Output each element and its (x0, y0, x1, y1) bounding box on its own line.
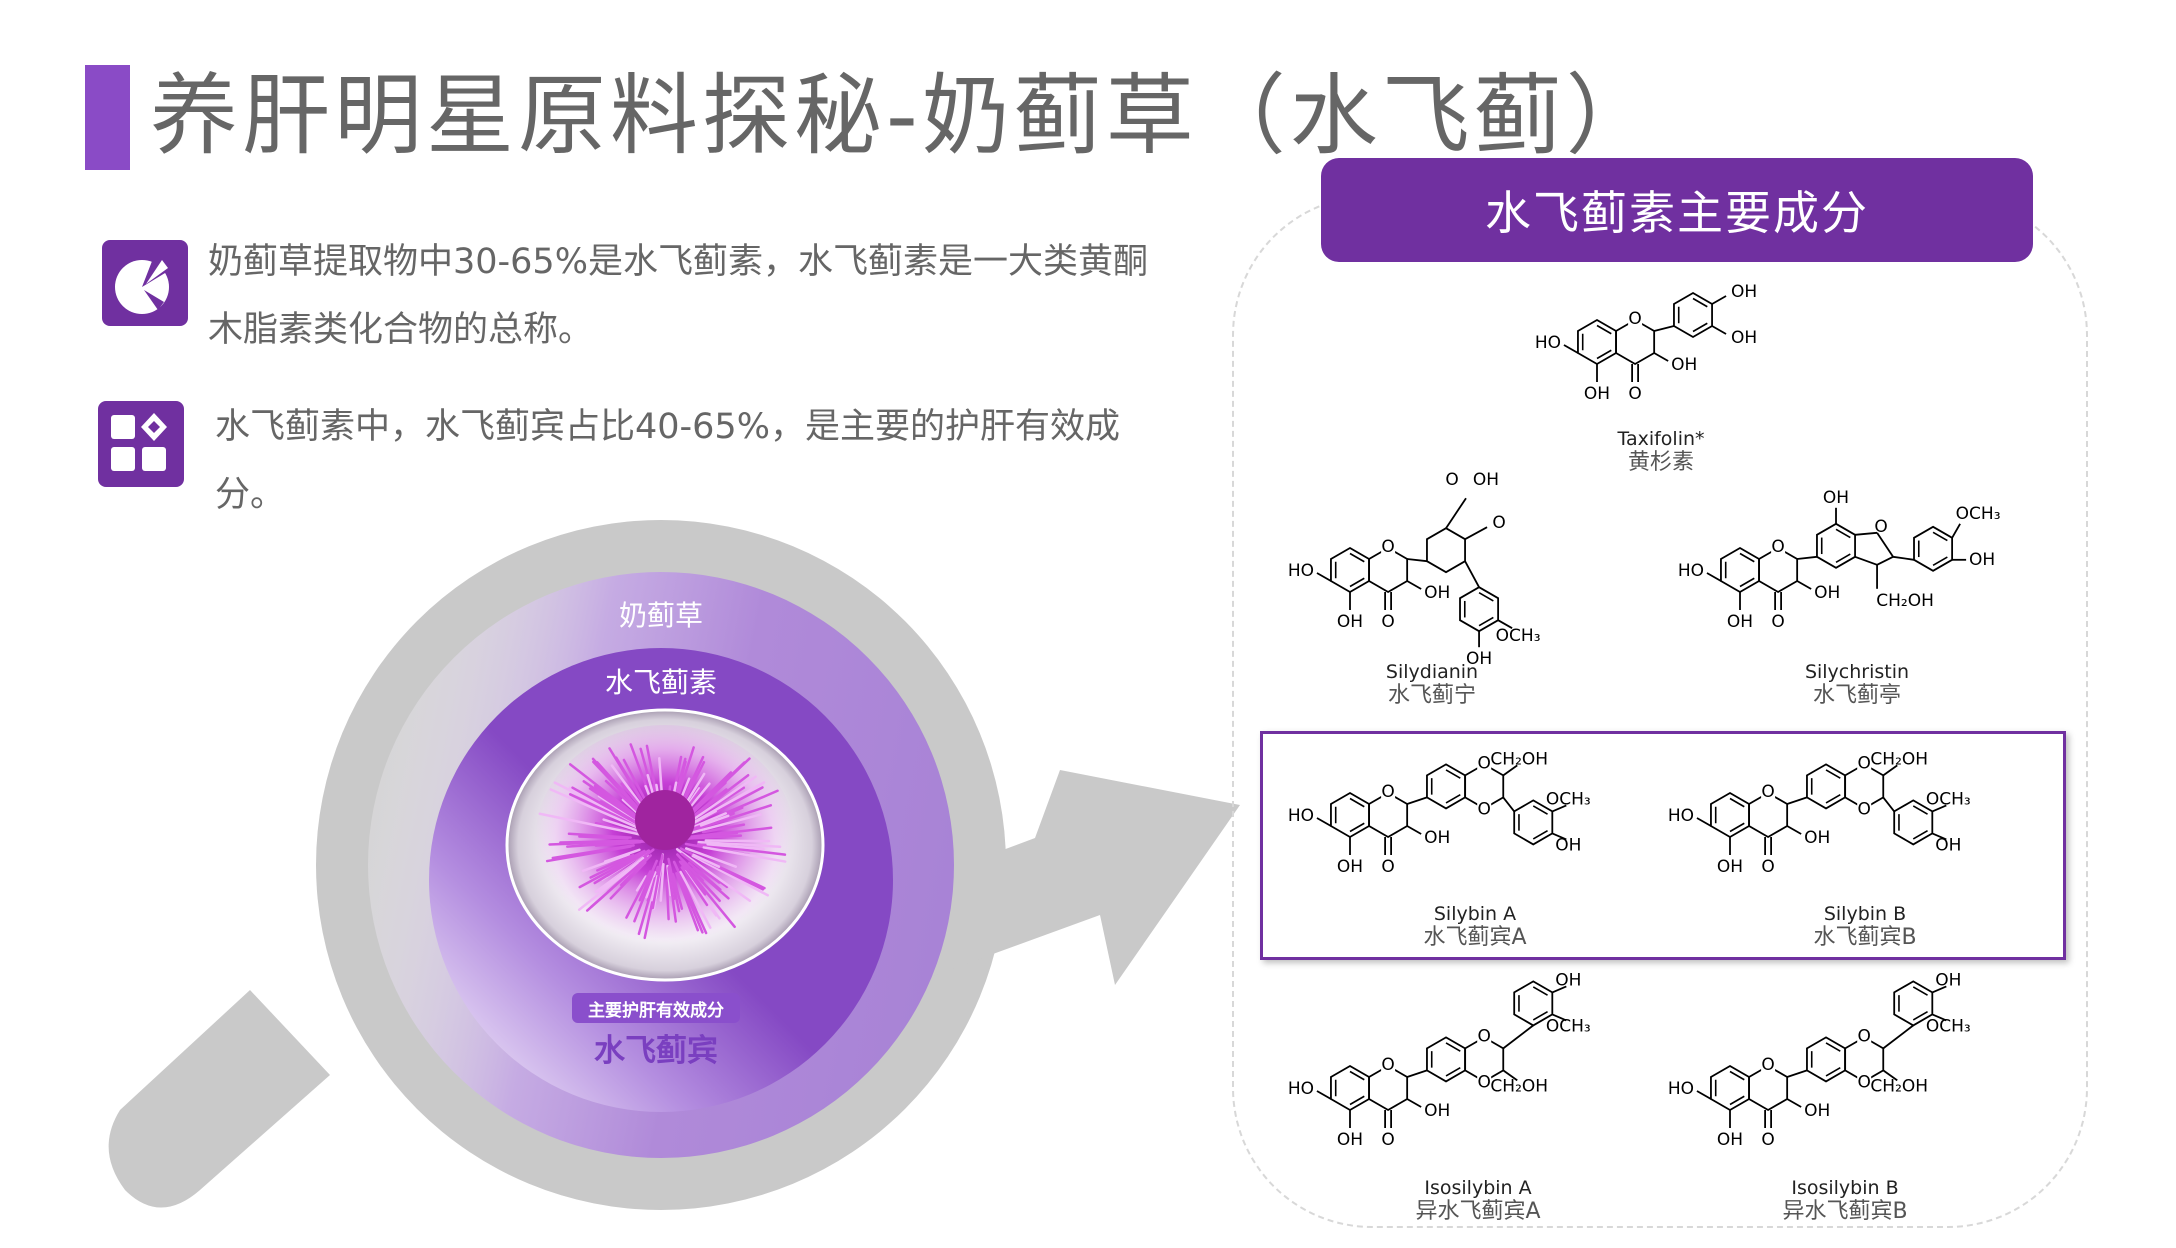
atom-label: HO (1288, 806, 1314, 826)
molecule-chinese-name: 黄杉素 (1628, 450, 1694, 476)
atom-label: O (1858, 1072, 1871, 1092)
atom-label: OCH₃ (1926, 789, 1971, 809)
atom-label: OH (1804, 828, 1830, 848)
atom-label: O (1761, 782, 1774, 802)
atom-label: O (1381, 857, 1394, 877)
molecule-silybin-a: HOOOHOOHOOCH₂OHOCH₃OH (1288, 749, 1591, 877)
atom-label: O (1771, 612, 1784, 632)
atom-label: OCH₃ (1926, 1016, 1971, 1036)
molecule-name: Taxifolin* (1617, 427, 1704, 451)
molecule-name: Silybin B (1824, 902, 1906, 926)
atom-label: OH (1555, 835, 1581, 855)
molecule-name: Silychristin (1805, 660, 1909, 684)
atom-label: O (1761, 857, 1774, 877)
atom-label: CH₂OH (1490, 1076, 1548, 1096)
atom-label: O (1771, 537, 1784, 557)
atom-label: O (1478, 799, 1491, 819)
molecule-name: Isosilybin B (1791, 1176, 1898, 1200)
atom-label: O (1858, 1026, 1871, 1046)
atom-label: OH (1814, 583, 1840, 603)
atom-label: CH₂OH (1870, 1076, 1928, 1096)
atom-label: OCH₃ (1956, 504, 2001, 524)
atom-label: O (1761, 1130, 1774, 1150)
atom-label: OH (1969, 550, 1995, 570)
atom-label: O (1381, 612, 1394, 632)
atom-label: OH (1584, 384, 1610, 404)
atom-label: OH (1823, 488, 1849, 508)
atom-label: HO (1535, 333, 1561, 353)
atom-label: O (1478, 1072, 1491, 1092)
atom-label: OH (1717, 1130, 1743, 1150)
molecule-chinese-name: 水飞蓟宾B (1813, 925, 1916, 951)
atom-label: HO (1288, 1079, 1314, 1099)
atom-label: OCH₃ (1546, 789, 1591, 809)
atom-label: CH₂OH (1876, 591, 1934, 611)
atom-label: HO (1668, 1079, 1694, 1099)
molecule-chinese-name: 异水飞蓟宾B (1782, 1199, 1907, 1225)
molecule-name: Isosilybin A (1424, 1176, 1531, 1200)
atom-label: O (1858, 799, 1871, 819)
molecule-chinese-name: 水飞蓟宾A (1423, 925, 1526, 951)
atom-label: OH (1727, 612, 1753, 632)
atom-label: OH (1555, 970, 1581, 990)
atom-label: O (1628, 309, 1641, 329)
atom-label: O (1761, 1055, 1774, 1075)
atom-label: HO (1288, 561, 1314, 581)
atom-label: OH (1473, 470, 1499, 490)
atom-label: OH (1935, 835, 1961, 855)
atom-label: OH (1804, 1101, 1830, 1121)
molecule-taxifolin-: HO O OH O OH OH OH (1535, 282, 1757, 404)
atom-label: O (1478, 753, 1491, 773)
atom-label: O (1492, 513, 1505, 533)
atom-label: O (1381, 1130, 1394, 1150)
atom-label: CH₂OH (1490, 749, 1548, 769)
atom-label: O (1445, 470, 1458, 490)
atom-label: OH (1337, 612, 1363, 632)
molecule-name: Silybin A (1434, 902, 1516, 926)
atom-label: OH (1424, 1101, 1450, 1121)
molecule-silychristin: HO O OH O OH OH O CH₂OH OCH₃ OH (1678, 488, 2001, 632)
molecule-isosilybin-b: HOOOHOOHOOCH₂OHOHOCH₃ (1668, 970, 1971, 1150)
atom-label: OH (1935, 970, 1961, 990)
atom-label: OH (1731, 282, 1757, 302)
atom-label: OCH₃ (1496, 626, 1541, 646)
atom-label: OCH₃ (1546, 1016, 1591, 1036)
atom-label: O (1381, 1055, 1394, 1075)
molecule-silybin-b: HOOOHOOHOOCH₂OHOCH₃OH (1668, 749, 1971, 877)
molecule-chinese-name: 水飞蓟宁 (1388, 683, 1476, 709)
atom-label: O (1381, 782, 1394, 802)
molecule-name: Silydianin (1386, 660, 1478, 684)
atom-label: O (1858, 753, 1871, 773)
atom-label: HO (1668, 806, 1694, 826)
molecule-silydianin: HOOOHOOHOOHOOCH₃OH (1288, 470, 1541, 669)
molecule-isosilybin-a: HOOOHOOHOOCH₂OHOHOCH₃ (1288, 970, 1591, 1150)
atom-label: O (1874, 517, 1887, 537)
atom-label: O (1478, 1026, 1491, 1046)
atom-label: OH (1671, 355, 1697, 375)
molecule-chinese-name: 异水飞蓟宾A (1415, 1199, 1540, 1225)
molecule-chinese-name: 水飞蓟亭 (1813, 683, 1901, 709)
atom-label: OH (1717, 857, 1743, 877)
atom-label: OH (1337, 857, 1363, 877)
atom-label: OH (1337, 1130, 1363, 1150)
atom-label: O (1628, 384, 1641, 404)
atom-label: CH₂OH (1870, 749, 1928, 769)
atom-label: OH (1731, 328, 1757, 348)
atom-label: OH (1424, 583, 1450, 603)
atom-label: OH (1424, 828, 1450, 848)
atom-label: HO (1678, 561, 1704, 581)
atom-label: O (1381, 537, 1394, 557)
